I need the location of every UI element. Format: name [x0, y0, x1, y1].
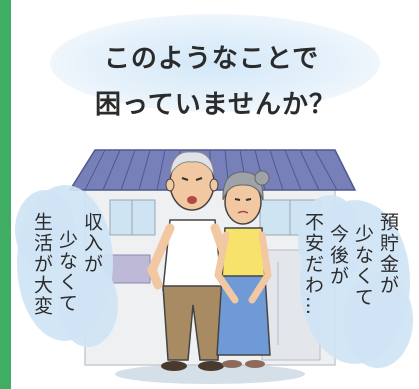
speech-left-col-1: 収入が [81, 212, 103, 275]
speech-cloud-left [15, 185, 118, 347]
speech-right-col-4: 不安だわ… [302, 212, 324, 317]
ground-shadow [115, 364, 305, 384]
speech-right-col-2: 少なくて [352, 224, 374, 308]
grandmother-figure [214, 170, 272, 368]
speech-left-col-2: 少なくて [56, 230, 78, 314]
title-line-2: 困っていませんか？ [95, 90, 336, 120]
title-bubble [50, 14, 380, 112]
speech-left-col-3: 生活が大変 [31, 212, 53, 317]
speech-bubble-right: 預貯金が 少なくて 今後が 不安だわ… [302, 212, 399, 317]
title-line-1: このようなことで [103, 44, 320, 74]
grandfather-figure [147, 151, 235, 371]
accent-bar [0, 0, 11, 389]
speech-bubble-left: 収入が 少なくて 生活が大変 [31, 212, 103, 317]
speech-right-col-1: 預貯金が [377, 212, 399, 296]
speech-right-col-3: 今後が [327, 224, 349, 287]
speech-cloud-right [298, 195, 413, 368]
